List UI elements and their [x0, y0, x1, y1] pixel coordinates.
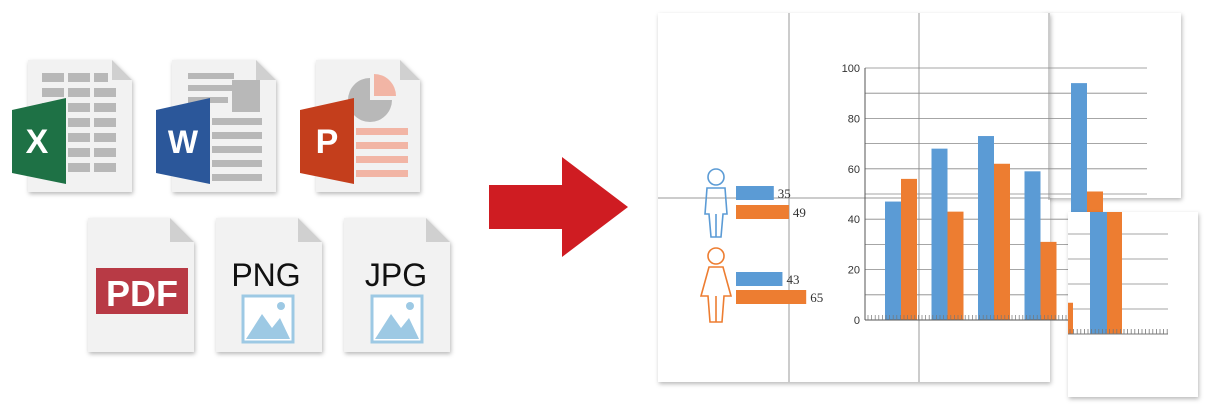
excel-file-icon: X: [12, 60, 132, 192]
pie-icon: [348, 78, 392, 122]
bar: [1040, 241, 1057, 320]
bar: [978, 136, 994, 320]
inset-bar: [1107, 212, 1122, 334]
pdf-label: PDF: [106, 273, 178, 314]
word-file-icon: W: [156, 60, 276, 192]
y-tick-label: 40: [848, 214, 860, 226]
inset-bar: [1068, 302, 1073, 334]
jpg-file-icon: JPG: [344, 218, 450, 352]
excel-letter: X: [26, 123, 49, 161]
y-tick-label: 20: [848, 265, 860, 277]
people-bar: [736, 205, 789, 219]
inset-bar: [1090, 212, 1107, 334]
people-bar: [736, 186, 774, 200]
people-bar-value: 43: [786, 272, 799, 287]
image-icon: [241, 294, 295, 344]
bar: [1024, 171, 1041, 320]
image-icon: [370, 294, 424, 344]
people-bar-value: 65: [810, 290, 823, 305]
y-tick-label: 60: [848, 164, 860, 176]
bar: [947, 211, 964, 320]
bar: [931, 148, 948, 320]
jpg-label: JPG: [365, 257, 427, 293]
inset-bars: [1068, 212, 1122, 334]
powerpoint-badge: [300, 98, 354, 184]
bar: [994, 163, 1010, 320]
female-figure-icon: [699, 247, 733, 323]
powerpoint-file-icon: P: [300, 60, 420, 192]
inset-page: [1068, 212, 1198, 397]
png-label: PNG: [231, 257, 300, 293]
male-figure-icon: [704, 168, 728, 238]
pdf-file-icon: PDF: [88, 218, 194, 352]
people-bar-value: 49: [793, 205, 806, 220]
word-badge: [156, 98, 210, 184]
bar: [885, 201, 901, 320]
word-letter: W: [168, 124, 199, 160]
back-page: [1043, 13, 1181, 198]
y-tick-label: 80: [848, 113, 860, 125]
people-bar: [736, 290, 807, 304]
people-bar: [736, 272, 783, 286]
bar: [901, 178, 917, 320]
y-tick-label: 100: [842, 63, 860, 75]
arrow-right-icon: [489, 157, 628, 257]
png-file-icon: PNG: [216, 218, 322, 352]
excel-badge: [12, 98, 66, 184]
pdf-badge: [96, 268, 188, 314]
y-tick-label: 0: [854, 315, 860, 327]
people-bar-value: 35: [778, 186, 791, 201]
powerpoint-letter: P: [316, 123, 339, 161]
